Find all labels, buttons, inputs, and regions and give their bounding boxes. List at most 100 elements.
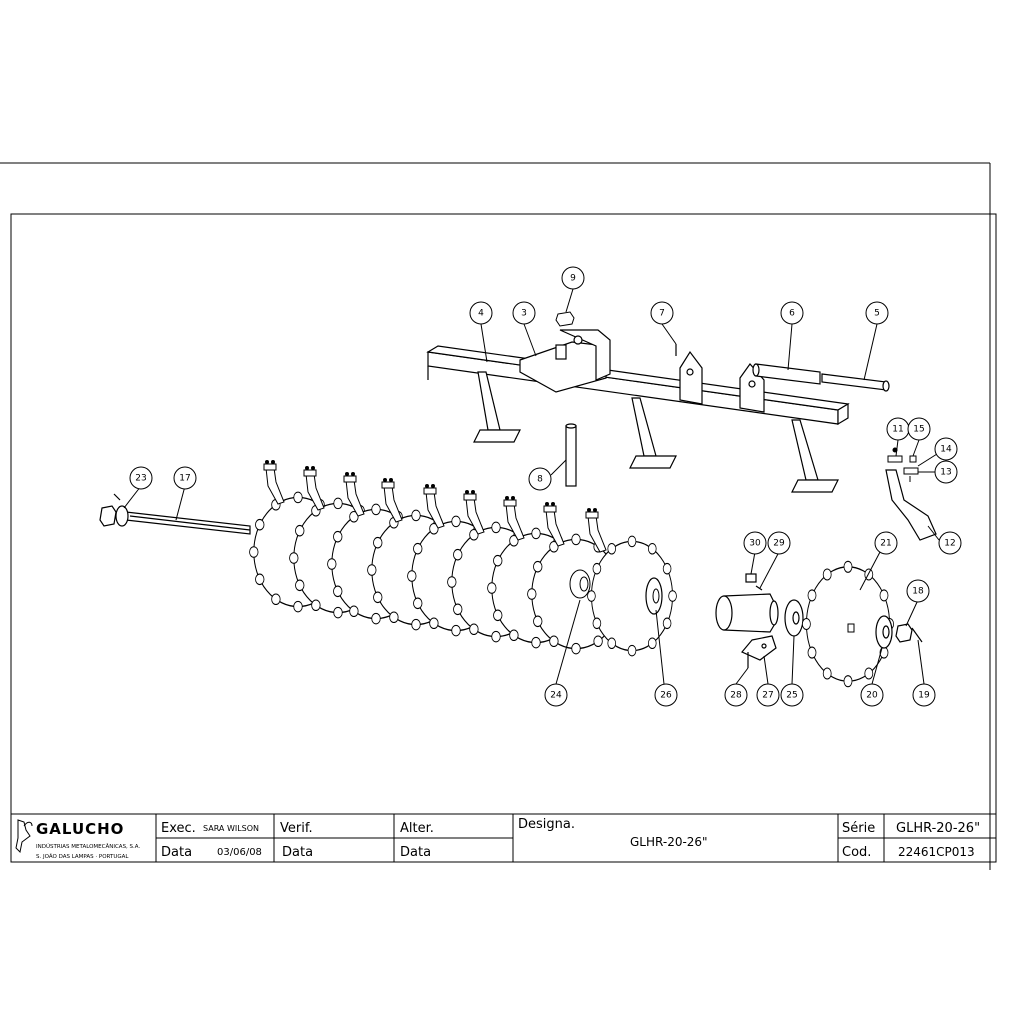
serie-value: GLHR-20-26": [896, 821, 980, 836]
callout-20: 20: [860, 683, 884, 707]
callout-bubbles: 9 4 3 7 6 5 11 15 14 13 12 8 23 17 30 29 21 18 24 26 28 27 25 2…: [129, 266, 962, 707]
callout-21: 21: [874, 531, 898, 555]
company-line1: INDÚSTRIAS METALOMECÂNICAS, S.A.: [36, 843, 140, 850]
callout-23: 23: [129, 466, 153, 490]
callout-circle: [780, 683, 804, 707]
callout-circle: [724, 683, 748, 707]
callout-circle: [906, 579, 930, 603]
axle-part-17: [125, 511, 251, 535]
callout-number: 3: [521, 309, 527, 319]
callout-circle: [650, 301, 674, 325]
pin-part-8: [565, 423, 577, 487]
callout-circle: [865, 301, 889, 325]
callout-number: 11: [892, 425, 903, 435]
callout-circle: [561, 266, 585, 290]
verif-label: Verif.: [280, 821, 313, 836]
callout-circle: [469, 301, 493, 325]
callout-number: 7: [659, 309, 665, 319]
callout-6: 6: [780, 301, 804, 325]
callout-12: 12: [938, 531, 962, 555]
verif-data-label: Data: [282, 845, 313, 860]
callout-circle: [756, 683, 780, 707]
exec-value: SARA WILSON: [203, 824, 259, 833]
callout-number: 4: [478, 309, 484, 319]
callout-circle: [780, 301, 804, 325]
callout-circle: [173, 466, 197, 490]
callout-circle: [938, 531, 962, 555]
callout-26: 26: [654, 683, 678, 707]
callout-25: 25: [780, 683, 804, 707]
cylinder-part-6: [752, 363, 821, 385]
serie-label: Série: [842, 821, 875, 836]
callout-circle: [544, 683, 568, 707]
callout-19: 19: [912, 683, 936, 707]
nut-part-9: [555, 311, 575, 327]
callout-18: 18: [906, 579, 930, 603]
callout-24: 24: [544, 683, 568, 707]
callout-number: 28: [730, 691, 742, 701]
callout-number: 15: [913, 425, 924, 435]
callout-circle: [512, 301, 536, 325]
end-nut-part-23: [99, 493, 129, 527]
callout-17: 17: [173, 466, 197, 490]
callout-11: 11: [886, 417, 910, 441]
callout-circle: [743, 531, 767, 555]
callout-number: 14: [940, 445, 952, 455]
callout-circle: [934, 460, 958, 484]
flange-part-27-28: [741, 635, 777, 668]
title-block: [10, 813, 997, 863]
callout-group: [123, 288, 940, 685]
callout-9: 9: [561, 266, 585, 290]
callout-15: 15: [907, 417, 931, 441]
cod-label: Cod.: [842, 845, 871, 860]
callout-29: 29: [767, 531, 791, 555]
callout-circle: [860, 683, 884, 707]
callout-circle: [528, 467, 552, 491]
callout-number: 23: [135, 474, 146, 484]
alter-data-label: Data: [400, 845, 431, 860]
washer-part-25: [784, 599, 804, 637]
callout-number: 24: [550, 691, 562, 701]
callout-number: 8: [537, 475, 543, 485]
callout-number: 6: [789, 309, 795, 319]
bracket-part-3: [519, 329, 611, 393]
designa-label: Designa.: [518, 817, 575, 832]
callout-number: 13: [940, 468, 951, 478]
callout-number: 29: [773, 539, 785, 549]
designa-value: GLHR-20-26": [630, 835, 708, 849]
callout-3: 3: [512, 301, 536, 325]
callout-circle: [767, 531, 791, 555]
alter-label: Alter.: [400, 821, 434, 836]
title-block-text: GALUCHO INDÚSTRIAS METALOMECÂNICAS, S.A.…: [36, 817, 980, 860]
end-disc-part-26: [586, 535, 678, 657]
callout-13: 13: [934, 460, 958, 484]
spacer-part-20: [875, 615, 893, 649]
bearing-housing-part-29-30: [715, 573, 779, 633]
callout-28: 28: [724, 683, 748, 707]
callout-number: 20: [866, 691, 878, 701]
callout-number: 25: [786, 691, 797, 701]
callout-27: 27: [756, 683, 780, 707]
callout-number: 27: [762, 691, 773, 701]
callout-circle: [934, 437, 958, 461]
data-value: 03/06/08: [217, 847, 262, 858]
callout-14: 14: [934, 437, 958, 461]
nut-part-18-19: [895, 623, 923, 643]
cod-value: 22461CP013: [898, 845, 975, 859]
callout-30: 30: [743, 531, 767, 555]
rod-part-5: [821, 373, 890, 392]
company-name: GALUCHO: [36, 820, 124, 838]
exec-label: Exec.: [161, 821, 196, 836]
callout-number: 18: [912, 587, 924, 597]
callout-circle: [129, 466, 153, 490]
callout-circle: [907, 417, 931, 441]
callout-7: 7: [650, 301, 674, 325]
scraper-part-12: [885, 469, 937, 541]
callout-number: 19: [918, 691, 930, 701]
callout-number: 12: [944, 539, 955, 549]
callout-4: 4: [469, 301, 493, 325]
callout-5: 5: [865, 301, 889, 325]
callout-number: 9: [570, 274, 576, 284]
callout-circle: [874, 531, 898, 555]
